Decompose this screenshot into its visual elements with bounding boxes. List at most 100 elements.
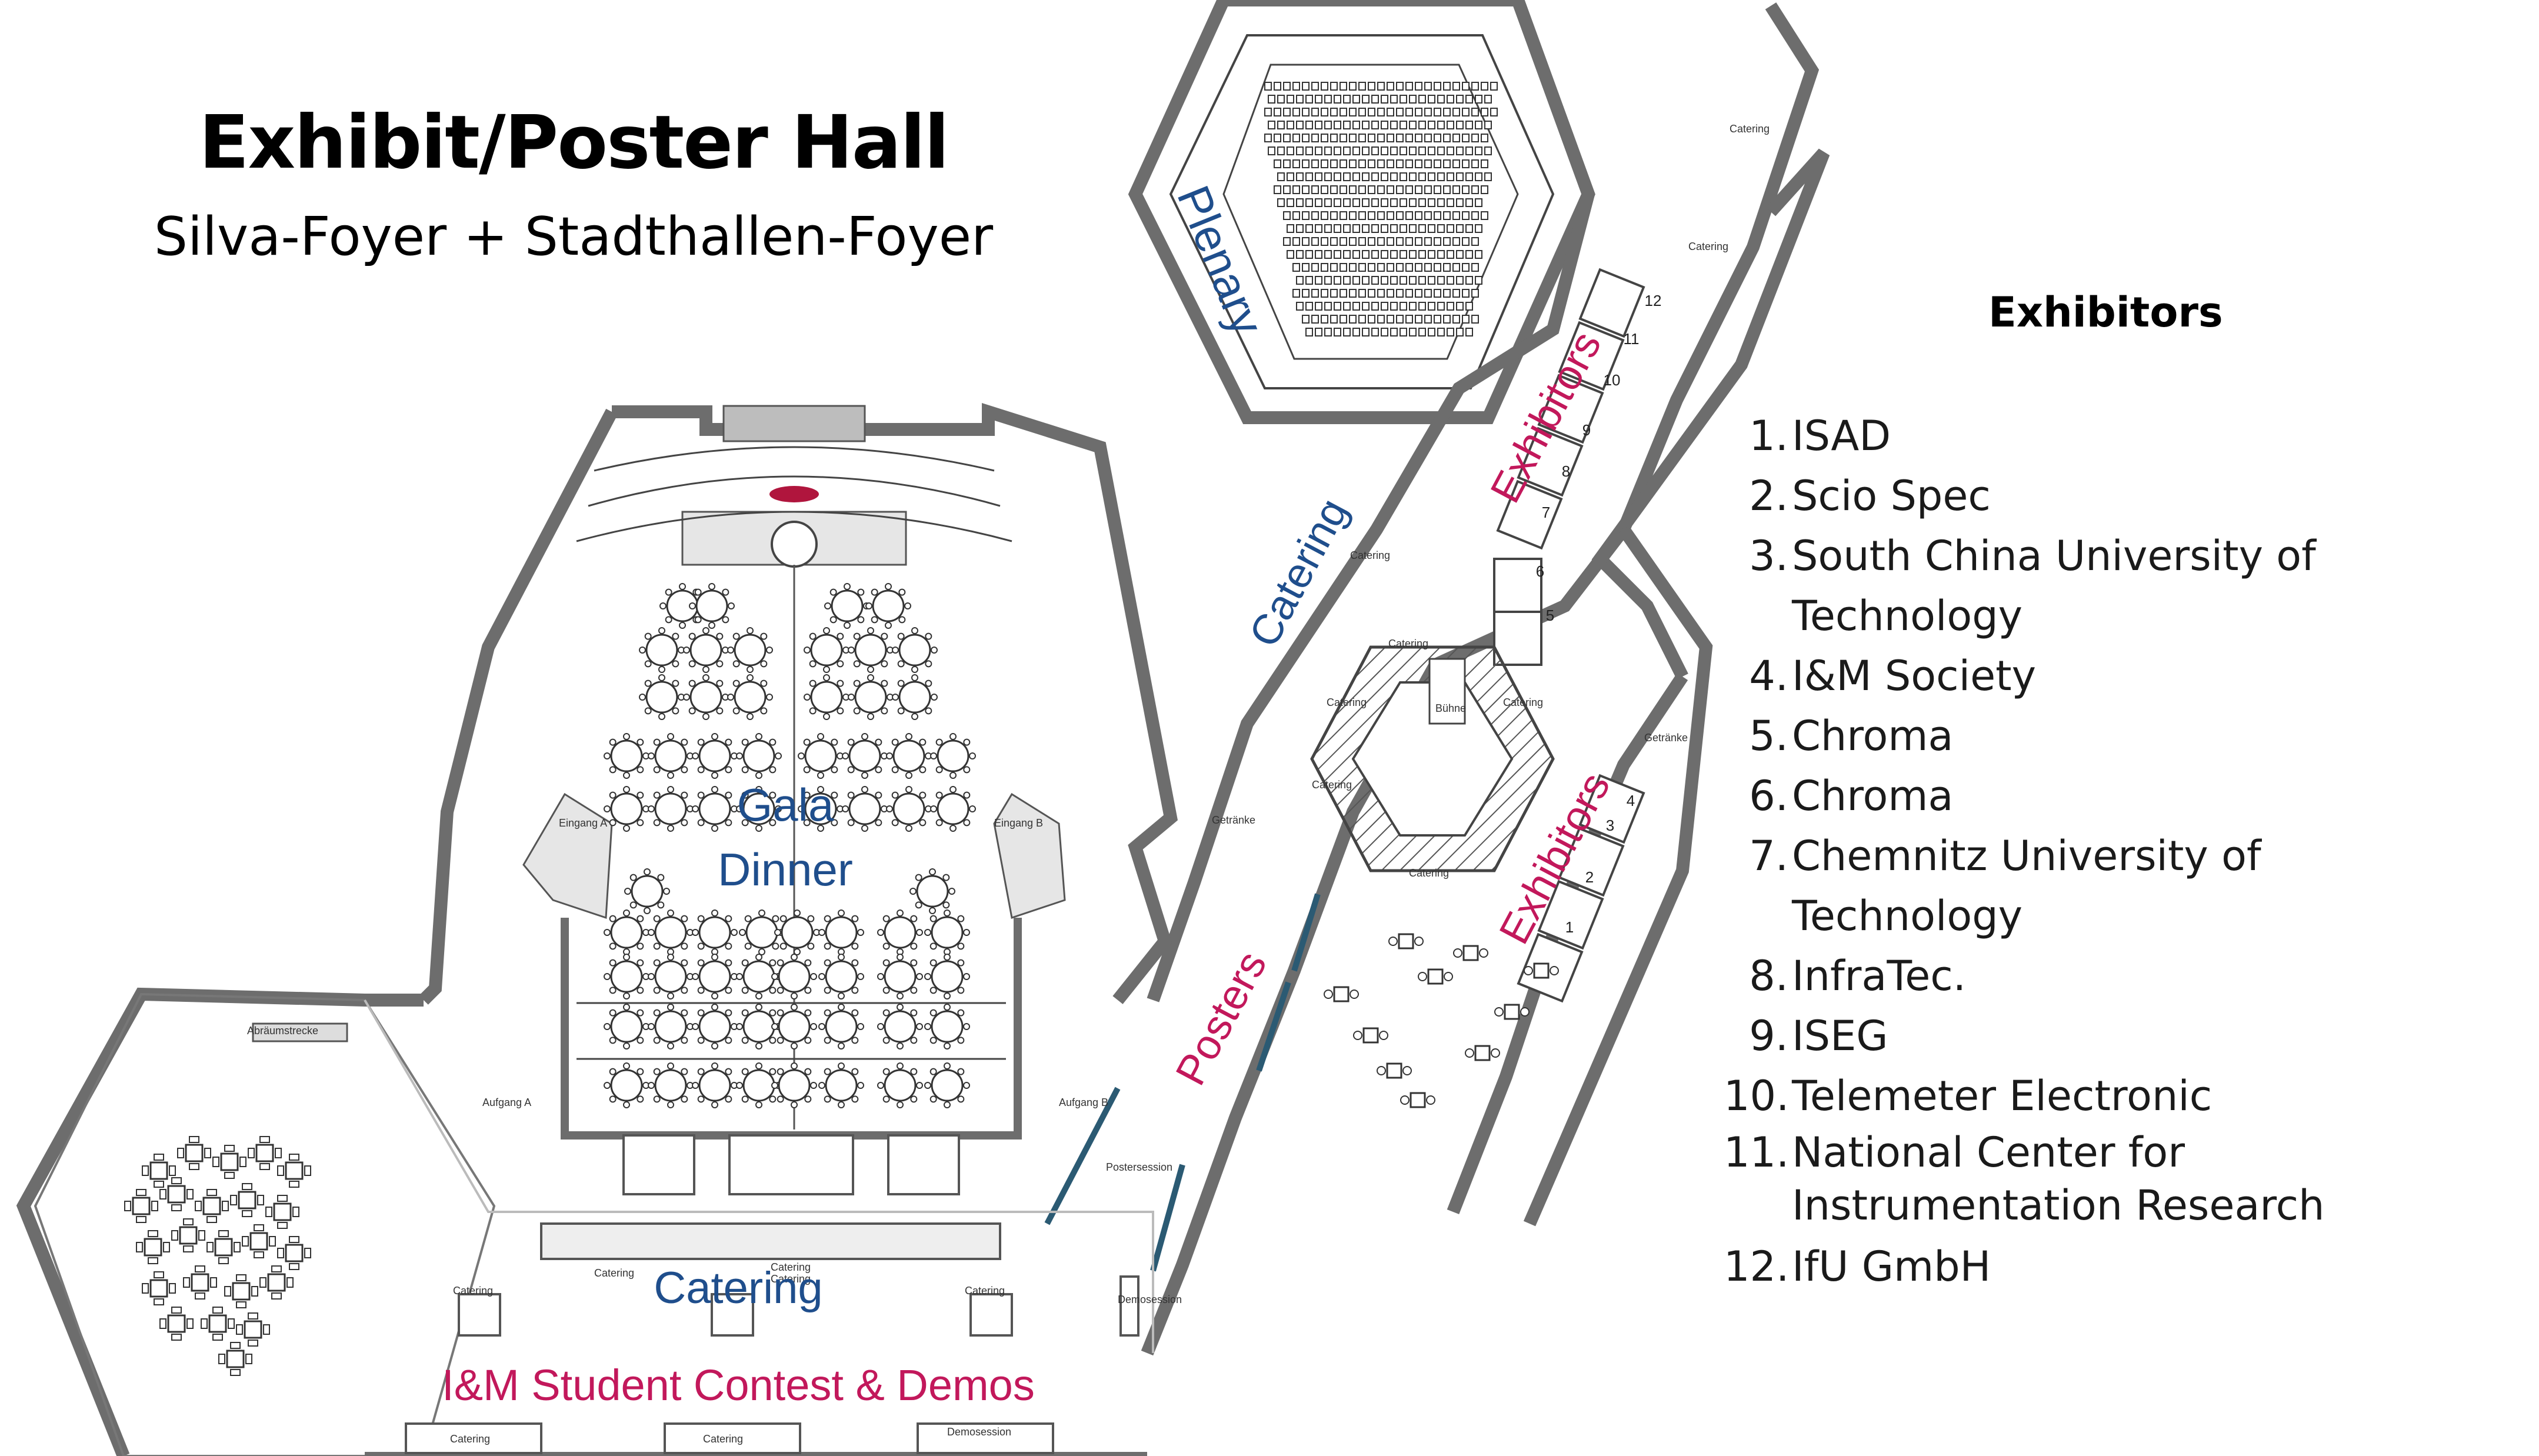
- svg-text:Catering: Catering: [771, 1261, 811, 1273]
- plenary-seat: [1396, 82, 1404, 91]
- plenary-seat: [1296, 198, 1304, 207]
- plenary-seat: [1334, 95, 1341, 104]
- plenary-seat: [1471, 211, 1479, 220]
- booth-strip-upper: [1493, 268, 1645, 666]
- plenary-seat: [1311, 263, 1319, 272]
- cocktail-table: [206, 1230, 241, 1264]
- booth-number: 7: [1542, 504, 1550, 521]
- plenary-seating-block: [1264, 82, 1498, 336]
- round-table: [692, 1062, 738, 1108]
- plenary-seat: [1434, 108, 1441, 116]
- plenary-seat: [1349, 185, 1357, 194]
- exhibitor-name: Scio Spec: [1792, 472, 1991, 520]
- plenary-seat: [1396, 134, 1404, 142]
- cocktail-table: [159, 1307, 194, 1341]
- plenary-seat: [1352, 276, 1360, 285]
- booth-number: 10: [1604, 371, 1621, 389]
- plenary-seat: [1324, 198, 1332, 207]
- cocktail-table: [277, 1236, 311, 1270]
- plenary-seat: [1418, 121, 1426, 129]
- plenary-seat: [1447, 198, 1454, 207]
- plenary-seat: [1343, 198, 1351, 207]
- plenary-seat: [1447, 172, 1454, 181]
- plenary-seat: [1396, 108, 1404, 116]
- exhibitors-heading: Exhibitors: [1988, 288, 2223, 336]
- cocktail-table: [242, 1224, 276, 1258]
- exhibitor-item: 5.Chroma: [1724, 706, 2488, 766]
- plenary-seat: [1409, 172, 1417, 181]
- plenary-seat: [1400, 302, 1407, 311]
- plenary-seat: [1377, 315, 1385, 324]
- plenary-seat: [1283, 211, 1291, 220]
- plenary-seat: [1352, 328, 1360, 336]
- plenary-seat: [1362, 95, 1370, 104]
- plenary-seat: [1424, 185, 1432, 194]
- booth-strip-lower: [1517, 774, 1645, 1003]
- plenary-seat: [1277, 146, 1285, 155]
- plenary-seat: [1387, 211, 1394, 220]
- plenary-seat: [1292, 263, 1300, 272]
- plenary-seat: [1368, 108, 1375, 116]
- round-table: [736, 1062, 782, 1108]
- svg-text:Catering: Catering: [1350, 549, 1390, 561]
- plenary-seat: [1452, 211, 1460, 220]
- plenary-seat: [1437, 302, 1445, 311]
- plenary-seat: [1311, 159, 1319, 168]
- cocktail-table: [183, 1265, 217, 1300]
- plenary-seat: [1475, 121, 1482, 129]
- plenary-seat: [1400, 146, 1407, 155]
- plenary-seat: [1456, 198, 1464, 207]
- plenary-seat: [1311, 237, 1319, 246]
- cocktail-table: [248, 1136, 282, 1170]
- round-table: [771, 1004, 817, 1049]
- plenary-seat: [1311, 185, 1319, 194]
- plenary-seat: [1396, 289, 1404, 298]
- plenary-seat: [1484, 172, 1492, 181]
- plenary-seat: [1321, 315, 1328, 324]
- exhibitor-number: 5.: [1749, 712, 1788, 760]
- round-table: [604, 954, 649, 999]
- plenary-seat: [1437, 328, 1445, 336]
- round-table: [842, 786, 888, 832]
- plenary-seat: [1343, 95, 1351, 104]
- plenary-seat: [1305, 121, 1313, 129]
- round-table: [877, 954, 923, 999]
- plenary-seat: [1443, 263, 1451, 272]
- round-table: [692, 909, 738, 955]
- cocktail-table: [201, 1307, 235, 1341]
- plenary-seat: [1437, 121, 1445, 129]
- plenary-seat: [1352, 121, 1360, 129]
- svg-text:Aufgang A: Aufgang A: [482, 1097, 531, 1108]
- plenary-seat: [1456, 328, 1464, 336]
- plenary-seat: [1296, 276, 1304, 285]
- plenary-seat: [1465, 95, 1473, 104]
- plenary-seat: [1396, 211, 1404, 220]
- round-table: [692, 1004, 738, 1049]
- round-table: [683, 627, 729, 673]
- plenary-seat: [1349, 237, 1357, 246]
- plenary-seat: [1274, 185, 1281, 194]
- plenary-seat: [1324, 146, 1332, 155]
- plenary-seat: [1400, 224, 1407, 233]
- plenary-seat: [1362, 146, 1370, 155]
- plenary-seat: [1352, 172, 1360, 181]
- round-table: [604, 733, 649, 779]
- plenary-seat: [1424, 237, 1432, 246]
- exhibitor-name: Chemnitz University of Technology: [1792, 832, 2261, 940]
- round-table: [648, 1062, 694, 1108]
- plenary-seat: [1387, 237, 1394, 246]
- plenary-seat: [1302, 134, 1310, 142]
- round-table: [877, 1062, 923, 1108]
- svg-text:Catering: Catering: [1409, 867, 1449, 879]
- plenary-seat: [1418, 172, 1426, 181]
- plenary-seat: [1396, 159, 1404, 168]
- round-table: [639, 627, 685, 673]
- booth-number: 5: [1546, 607, 1554, 624]
- round-table: [736, 786, 782, 832]
- plenary-seat: [1343, 224, 1351, 233]
- exhibitor-number: 4.: [1749, 652, 1788, 700]
- plenary-seat: [1268, 146, 1275, 155]
- plenary-seat: [1287, 250, 1294, 259]
- plenary-seat: [1471, 134, 1479, 142]
- plenary-seat: [1296, 302, 1304, 311]
